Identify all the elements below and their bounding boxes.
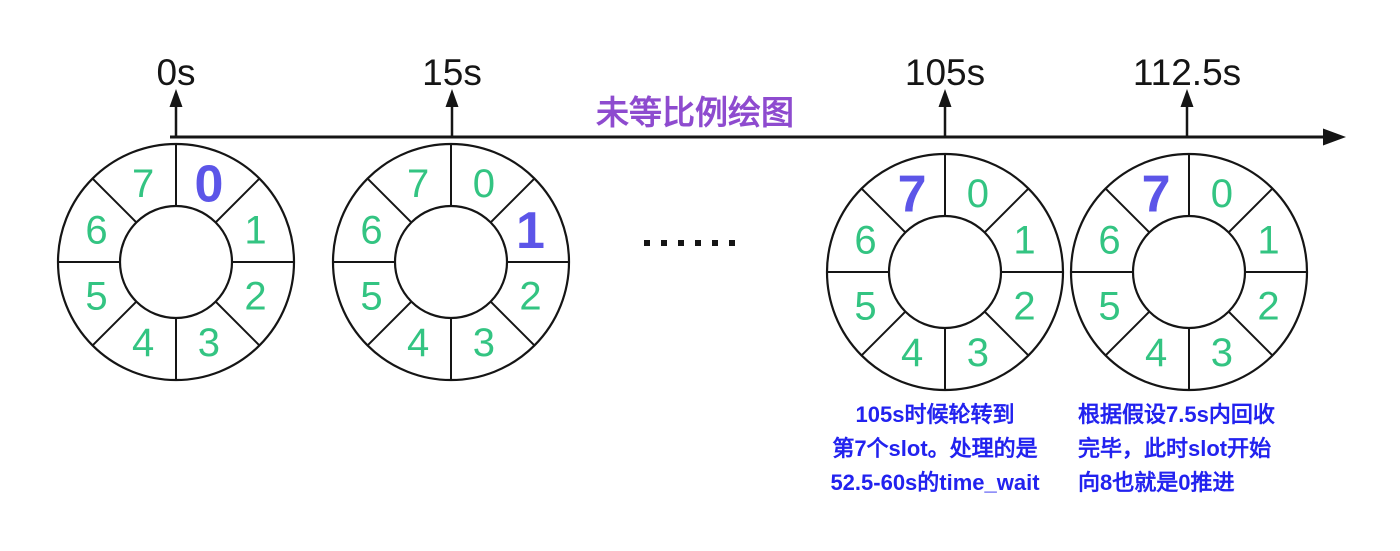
slot-number-6: 6 xyxy=(854,218,876,262)
annotation-line: 第7个slot。处理的是 xyxy=(832,436,1038,461)
slot-number-7-highlighted: 7 xyxy=(1142,165,1171,223)
slot-number-5: 5 xyxy=(1098,284,1120,328)
annotation-line: 根据假设7.5s内回收 xyxy=(1078,402,1275,427)
timeline-arrowhead-icon xyxy=(1323,128,1346,146)
annotation-wheel-105s: 105s时候轮转到第7个slot。处理的是 52.5-60s的time_wait xyxy=(810,398,1060,500)
ellipsis-dot xyxy=(678,240,684,246)
slot-number-0: 0 xyxy=(473,162,495,206)
tick-label: 105s xyxy=(905,52,985,93)
wheel-spoke xyxy=(860,187,907,234)
slot-number-5: 5 xyxy=(85,274,107,318)
slot-number-3: 3 xyxy=(198,321,220,365)
tick-arrowhead-icon xyxy=(938,89,952,107)
wheel-spoke xyxy=(214,300,261,347)
annotation-line: 向8也就是0推进 xyxy=(1078,470,1235,495)
wheel-hub xyxy=(1131,214,1247,330)
slot-number-1: 1 xyxy=(244,208,266,252)
slot-number-4: 4 xyxy=(407,321,429,365)
annotation-line: 完毕，此时slot开始 xyxy=(1078,436,1272,461)
slot-number-0-highlighted: 0 xyxy=(194,155,223,213)
wheel-spoke xyxy=(91,177,138,224)
ellipsis xyxy=(644,240,735,246)
tick-112.5s: 112.5s xyxy=(1133,52,1241,137)
wheel-spoke xyxy=(366,300,413,347)
tick-label: 0s xyxy=(156,52,195,93)
slot-number-4: 4 xyxy=(1145,331,1167,375)
wheel-hub xyxy=(118,204,234,320)
slot-number-7: 7 xyxy=(132,162,154,206)
tick-15s: 15s xyxy=(422,52,482,137)
slot-number-3: 3 xyxy=(967,331,989,375)
tick-0s: 0s xyxy=(156,52,196,137)
wheel-spoke xyxy=(366,177,413,224)
slot-number-5: 5 xyxy=(854,284,876,328)
slot-number-5: 5 xyxy=(360,274,382,318)
ellipsis-dot xyxy=(644,240,650,246)
ellipsis-dot xyxy=(712,240,718,246)
annotation-line: 105s时候轮转到 xyxy=(855,402,1015,427)
not-to-scale-caption: 未等比例绘图 xyxy=(596,94,794,131)
tick-label: 15s xyxy=(422,52,482,93)
slot-number-2: 2 xyxy=(1013,284,1035,328)
slot-number-2: 2 xyxy=(519,274,541,318)
ellipsis-dot xyxy=(661,240,667,246)
wheel-spoke xyxy=(860,310,907,357)
slot-number-4: 4 xyxy=(901,331,923,375)
wheel-spoke xyxy=(1104,187,1151,234)
wheel-spoke xyxy=(214,177,261,224)
tick-arrowhead-icon xyxy=(169,89,183,107)
annotation-line: 52.5-60s的time_wait xyxy=(830,470,1040,495)
slot-number-6: 6 xyxy=(1098,218,1120,262)
slot-number-6: 6 xyxy=(360,208,382,252)
ellipsis-dot xyxy=(695,240,701,246)
ellipsis-dot xyxy=(729,240,735,246)
slot-number-0: 0 xyxy=(1211,172,1233,216)
slot-number-1: 1 xyxy=(1013,218,1035,262)
wheel-spoke xyxy=(983,310,1030,357)
slot-number-7-highlighted: 7 xyxy=(898,165,927,223)
annotation-wheel-112.5s: 根据假设7.5s内回收完毕，此时slot开始向8也就是0推进 xyxy=(1078,398,1338,500)
slot-number-2: 2 xyxy=(1257,284,1279,328)
wheel-hub xyxy=(887,214,1003,330)
wheel-spoke xyxy=(983,187,1030,234)
wheel-hub xyxy=(393,204,509,320)
tick-label: 112.5s xyxy=(1133,52,1241,93)
tick-arrowhead-icon xyxy=(445,89,459,107)
wheel-spoke xyxy=(1227,310,1274,357)
slot-number-6: 6 xyxy=(85,208,107,252)
slot-number-2: 2 xyxy=(244,274,266,318)
wheel-spoke xyxy=(1227,187,1274,234)
tick-arrowhead-icon xyxy=(1180,89,1194,107)
wheel-spoke xyxy=(489,300,536,347)
slot-number-3: 3 xyxy=(473,321,495,365)
slot-number-1: 1 xyxy=(1257,218,1279,262)
tick-105s: 105s xyxy=(905,52,985,137)
slot-number-0: 0 xyxy=(967,172,989,216)
slot-number-4: 4 xyxy=(132,321,154,365)
slot-number-1-highlighted: 1 xyxy=(516,202,545,260)
wheel-spoke xyxy=(1104,310,1151,357)
slot-number-3: 3 xyxy=(1211,331,1233,375)
wheel-spoke xyxy=(91,300,138,347)
wheel-spoke xyxy=(489,177,536,224)
slot-number-7: 7 xyxy=(407,162,429,206)
